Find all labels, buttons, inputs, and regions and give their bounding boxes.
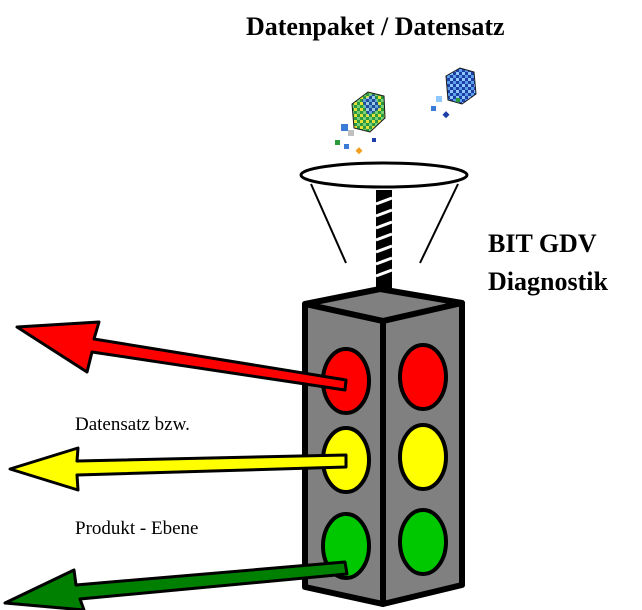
green-arrow <box>3 560 349 610</box>
diagnostic-label-line1: BIT GDV <box>488 229 597 258</box>
level-label-line1: Datensatz bzw. <box>75 414 190 435</box>
traffic-light-icon <box>302 286 465 607</box>
yellow-arrow <box>8 446 348 492</box>
red-lamp-right <box>398 343 448 411</box>
data-cube-small-icon <box>431 67 477 119</box>
page-title: Datenpaket / Datensatz <box>246 12 505 41</box>
level-label-line2: Produkt - Ebene <box>75 518 199 539</box>
diagnostic-label-line2: Diagnostik <box>488 267 608 296</box>
data-cube-icon <box>335 91 386 155</box>
green-lamp-right <box>398 508 448 576</box>
funnel-icon <box>299 161 469 264</box>
red-arrow <box>15 320 348 392</box>
yellow-lamp-right <box>398 423 448 491</box>
cable-icon <box>375 190 393 290</box>
